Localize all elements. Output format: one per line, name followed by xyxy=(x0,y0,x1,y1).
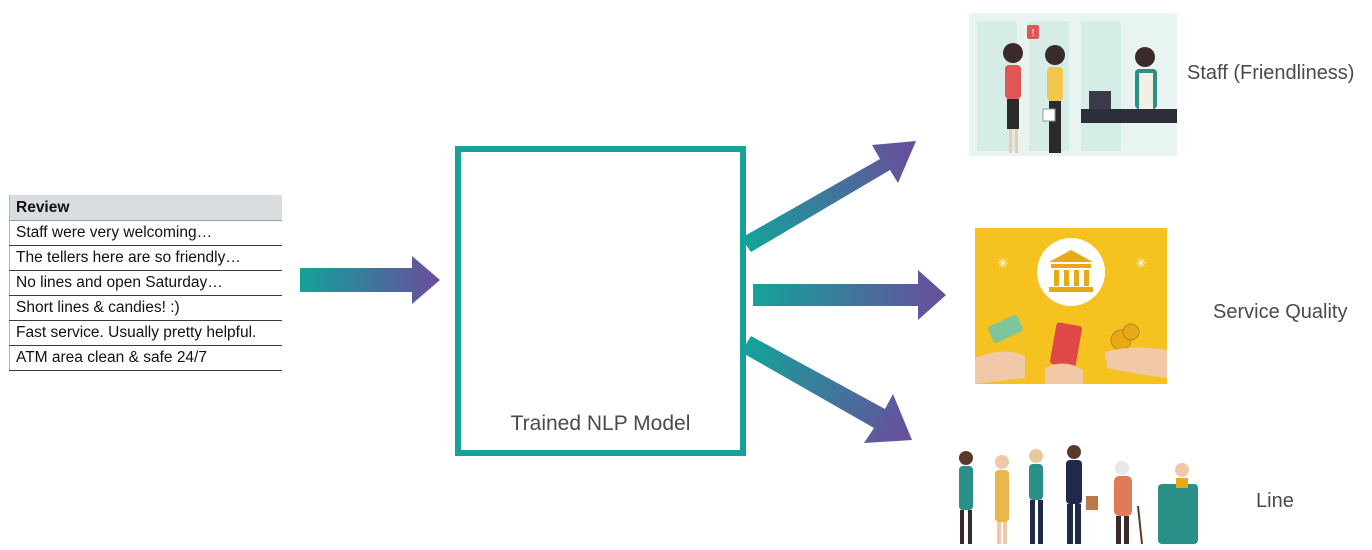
review-cell: No lines and open Saturday… xyxy=(9,270,282,296)
queue-illustration xyxy=(950,440,1200,548)
output-label-service: Service Quality xyxy=(1213,301,1348,323)
review-table: Review Staff were very welcoming… The te… xyxy=(9,195,282,371)
review-cell: Staff were very welcoming… xyxy=(9,220,282,246)
review-cell: ATM area clean & safe 24/7 xyxy=(9,345,282,371)
table-row: ATM area clean & safe 24/7 xyxy=(9,345,282,371)
service-illustration: ✳ ✳ xyxy=(975,228,1167,384)
output-arrow-line xyxy=(741,336,912,443)
staff-illustration: ! xyxy=(969,13,1177,156)
output-label-staff: Staff (Friendliness) xyxy=(1187,62,1355,84)
table-row: No lines and open Saturday… xyxy=(9,270,282,296)
table-row: Staff were very welcoming… xyxy=(9,220,282,246)
table-row: Fast service. Usually pretty helpful. xyxy=(9,320,282,346)
review-cell: Short lines & candies! :) xyxy=(9,295,282,321)
svg-text:✳: ✳ xyxy=(1135,256,1147,272)
svg-text:!: ! xyxy=(1032,28,1035,39)
model-label: Trained NLP Model xyxy=(510,412,691,435)
output-label-line: Line xyxy=(1256,490,1294,512)
output-arrow-service xyxy=(753,270,946,320)
table-row: The tellers here are so friendly… xyxy=(9,245,282,271)
table-row: Short lines & candies! :) xyxy=(9,295,282,321)
review-cell: The tellers here are so friendly… xyxy=(9,245,282,271)
input-arrow xyxy=(300,256,440,304)
review-column-header: Review xyxy=(9,195,282,221)
review-cell: Fast service. Usually pretty helpful. xyxy=(9,320,282,346)
svg-text:✳: ✳ xyxy=(997,256,1009,272)
output-arrow-staff xyxy=(741,141,916,252)
nlp-model-box xyxy=(455,146,746,456)
